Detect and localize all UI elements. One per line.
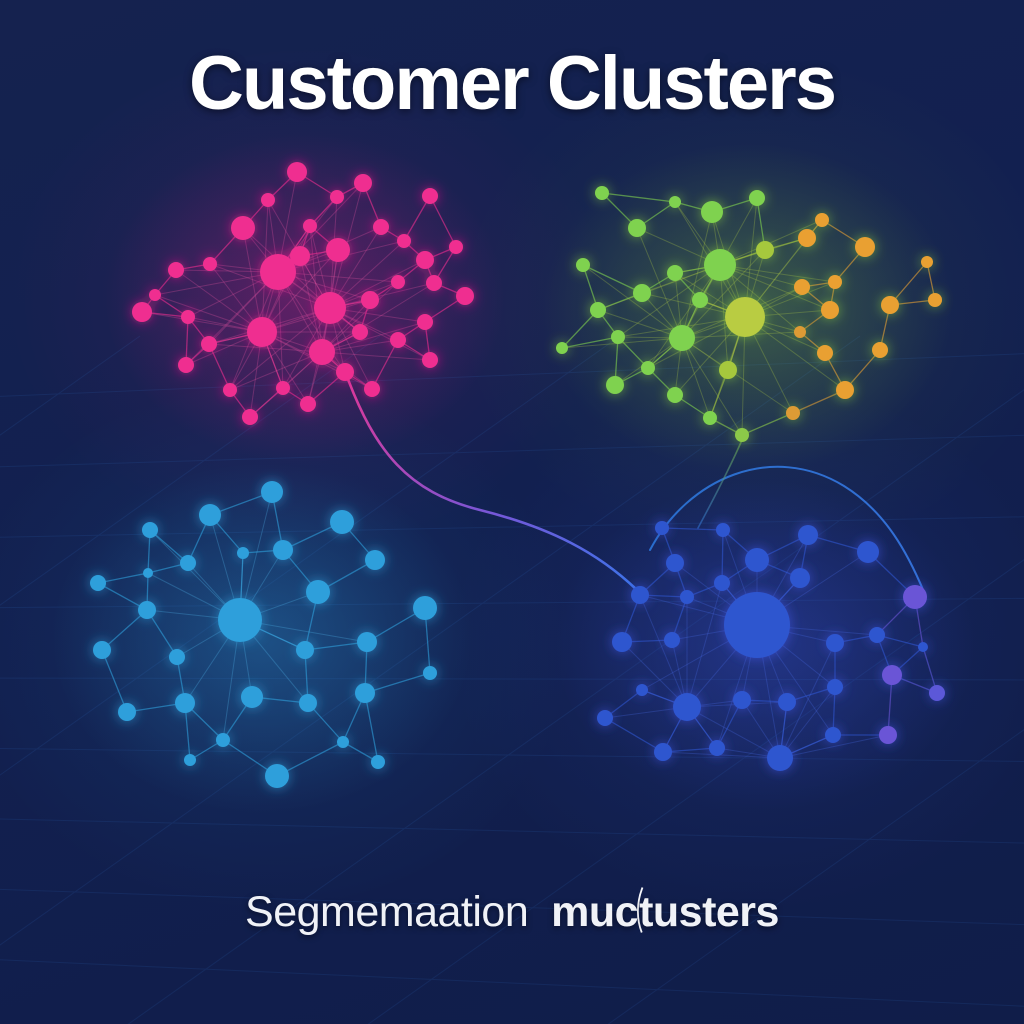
caption-word-2a: muc — [551, 888, 639, 936]
caption-word-2b: tusters — [639, 888, 779, 936]
glitch-stroke-icon — [637, 887, 644, 933]
cluster-green — [556, 186, 942, 442]
page-title: Customer Clusters — [189, 41, 837, 126]
cluster-cyan-nodes — [90, 481, 437, 788]
caption-space — [540, 888, 551, 936]
cluster-pink-glow — [105, 133, 505, 463]
caption-word-1: Segmemaation — [245, 888, 529, 936]
cluster-cyan — [90, 481, 437, 788]
cluster-pink — [132, 162, 474, 425]
connector-arc-over-royal — [649, 465, 925, 593]
cluster-royal — [597, 521, 945, 771]
cluster-royal-nodes — [597, 521, 945, 771]
caption: Segmemaation muctusters — [0, 884, 1024, 937]
cluster-pink-nodes — [132, 162, 474, 425]
connector-green-drop — [697, 439, 743, 529]
connector-pink-to-royal — [344, 372, 645, 598]
cluster-green-nodes — [556, 186, 942, 442]
